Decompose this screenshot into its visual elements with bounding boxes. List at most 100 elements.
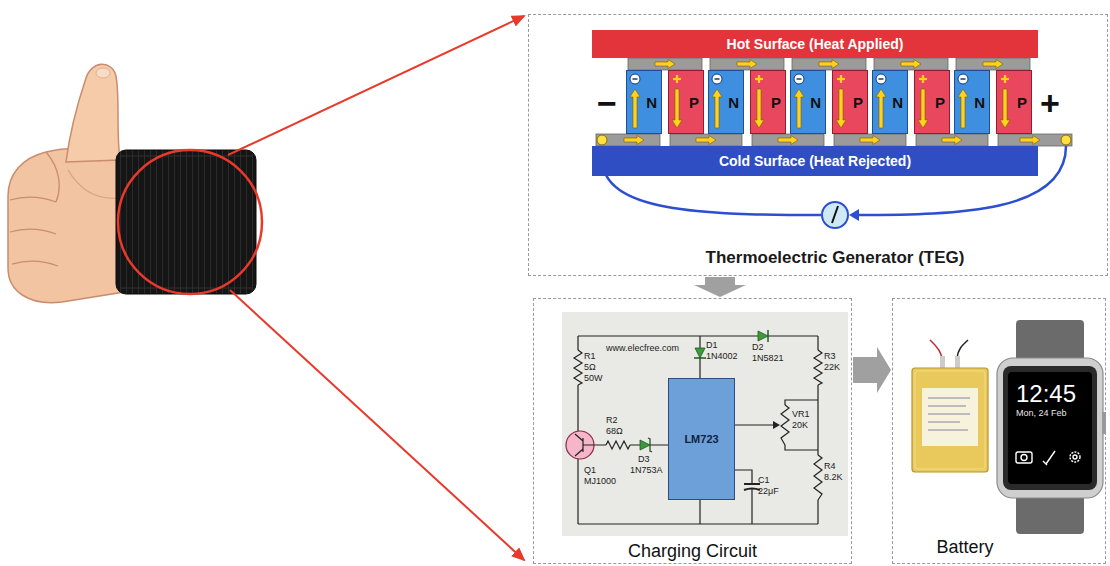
zener-bar [648,438,652,452]
carrier-flow-mark [754,75,764,128]
component-label: 5Ω [584,363,596,372]
diode-symbol [758,331,768,341]
terminal-sign: − [597,86,617,120]
component-label: 1N753A [630,466,663,475]
component-label: MJ1000 [584,477,616,486]
component-label: 20K [792,421,808,430]
current-arrow [901,60,921,69]
component-label: 22K [824,363,840,372]
flow-arrow [694,277,746,297]
battery-tab [955,356,960,368]
battery-illustration [912,340,988,472]
current-arrow [942,136,962,145]
hand-illustration [8,64,124,302]
fist [8,149,124,303]
bar-label: Cold Surface (Heat Rejected) [719,153,911,169]
carrier-flow-mark [958,74,968,128]
sticker-print [928,398,970,430]
thumbnail [96,68,110,78]
clock-time: 12:45 [1016,380,1076,408]
current-arrow [737,60,757,69]
wire-arrowhead [849,209,859,221]
bottom-connector [916,134,988,146]
potentiometer-symbol [781,405,789,445]
bar-label: Hot Surface (Heat Applied) [727,36,904,52]
carrier-flow-mark [672,75,682,128]
wristband-edge [120,288,252,289]
component-label: C1 [758,476,770,485]
diode-bar [694,357,706,359]
wiper-arrowhead [773,421,780,429]
leg-letter: P [689,94,699,111]
gear-icon [1070,452,1080,462]
watch-strap [1016,494,1084,534]
watch-screen: 12:45Mon, 24 Feb [1008,372,1092,484]
current-arrow [624,136,644,145]
carrier-flow-mark [1000,75,1010,128]
top-connector [956,58,1030,70]
hot-surface-bar: Hot Surface (Heat Applied) [592,30,1038,58]
finger-creases [10,152,59,266]
component-label: D1 [706,341,718,350]
zener-diode-symbol [640,440,650,450]
watch-button [1102,412,1106,434]
component-label: R3 [824,352,836,361]
diode-bar [767,330,769,342]
leg-letter: P [853,94,863,111]
battery-lead [957,340,968,358]
carrier-flow-mark [876,74,886,128]
diagram-panel: Thermoelectric Generator (TEG)Hot Surfac… [528,14,1108,276]
meter [822,202,848,228]
component-label: VR1 [792,410,810,419]
current-arrow [778,136,798,145]
terminal-connector [998,134,1072,146]
leg-letter: P [935,94,945,111]
wire [817,385,818,455]
watch-bezel [1003,366,1097,490]
leg-letter: P [1017,94,1027,111]
component-label: 50W [584,374,603,383]
highlight-circle [118,150,262,294]
component-label: R4 [824,462,836,471]
chip-label: LM723 [684,433,718,445]
transistor-leads [575,434,594,456]
current-arrow [983,60,1003,69]
gear-hub [1073,455,1077,459]
diode-symbol [695,348,705,358]
capacitor-plate [744,489,760,491]
transistor-symbol [566,431,594,459]
zoom-arrow [228,16,524,155]
camera-lens [1021,455,1027,461]
zoom-arrow [230,290,524,560]
component-label: 22μF [758,487,779,496]
current-arrow [655,60,675,69]
terminal-sign: + [1040,86,1060,120]
bottom-connector [670,134,742,146]
carrier-flow-mark [918,75,928,128]
terminal-dot [1061,135,1071,145]
wristband-edge [120,156,252,157]
resistor-symbol [814,350,822,385]
component-label: 68Ω [606,427,623,436]
leg-letter: N [810,94,821,111]
battery-pouch [912,368,988,472]
bottom-connector [752,134,824,146]
resistor-symbol [814,455,822,500]
component-label: Q1 [584,466,596,475]
component-label: R2 [606,416,618,425]
diagram-panel: Charging Circuit LM723 [533,298,852,564]
camera-icon [1016,452,1032,463]
circuit-wires [574,336,822,524]
leg-letter: N [646,94,657,111]
flow-arrow [853,347,891,393]
watch-icons [1016,451,1080,465]
leg-letter: N [974,94,985,111]
watch-case [997,358,1103,498]
battery-seal [915,371,985,469]
top-connector [874,58,948,70]
current-arrow [1020,136,1040,145]
panel-caption: Charging Circuit [628,541,757,562]
bottom-connector [834,134,906,146]
